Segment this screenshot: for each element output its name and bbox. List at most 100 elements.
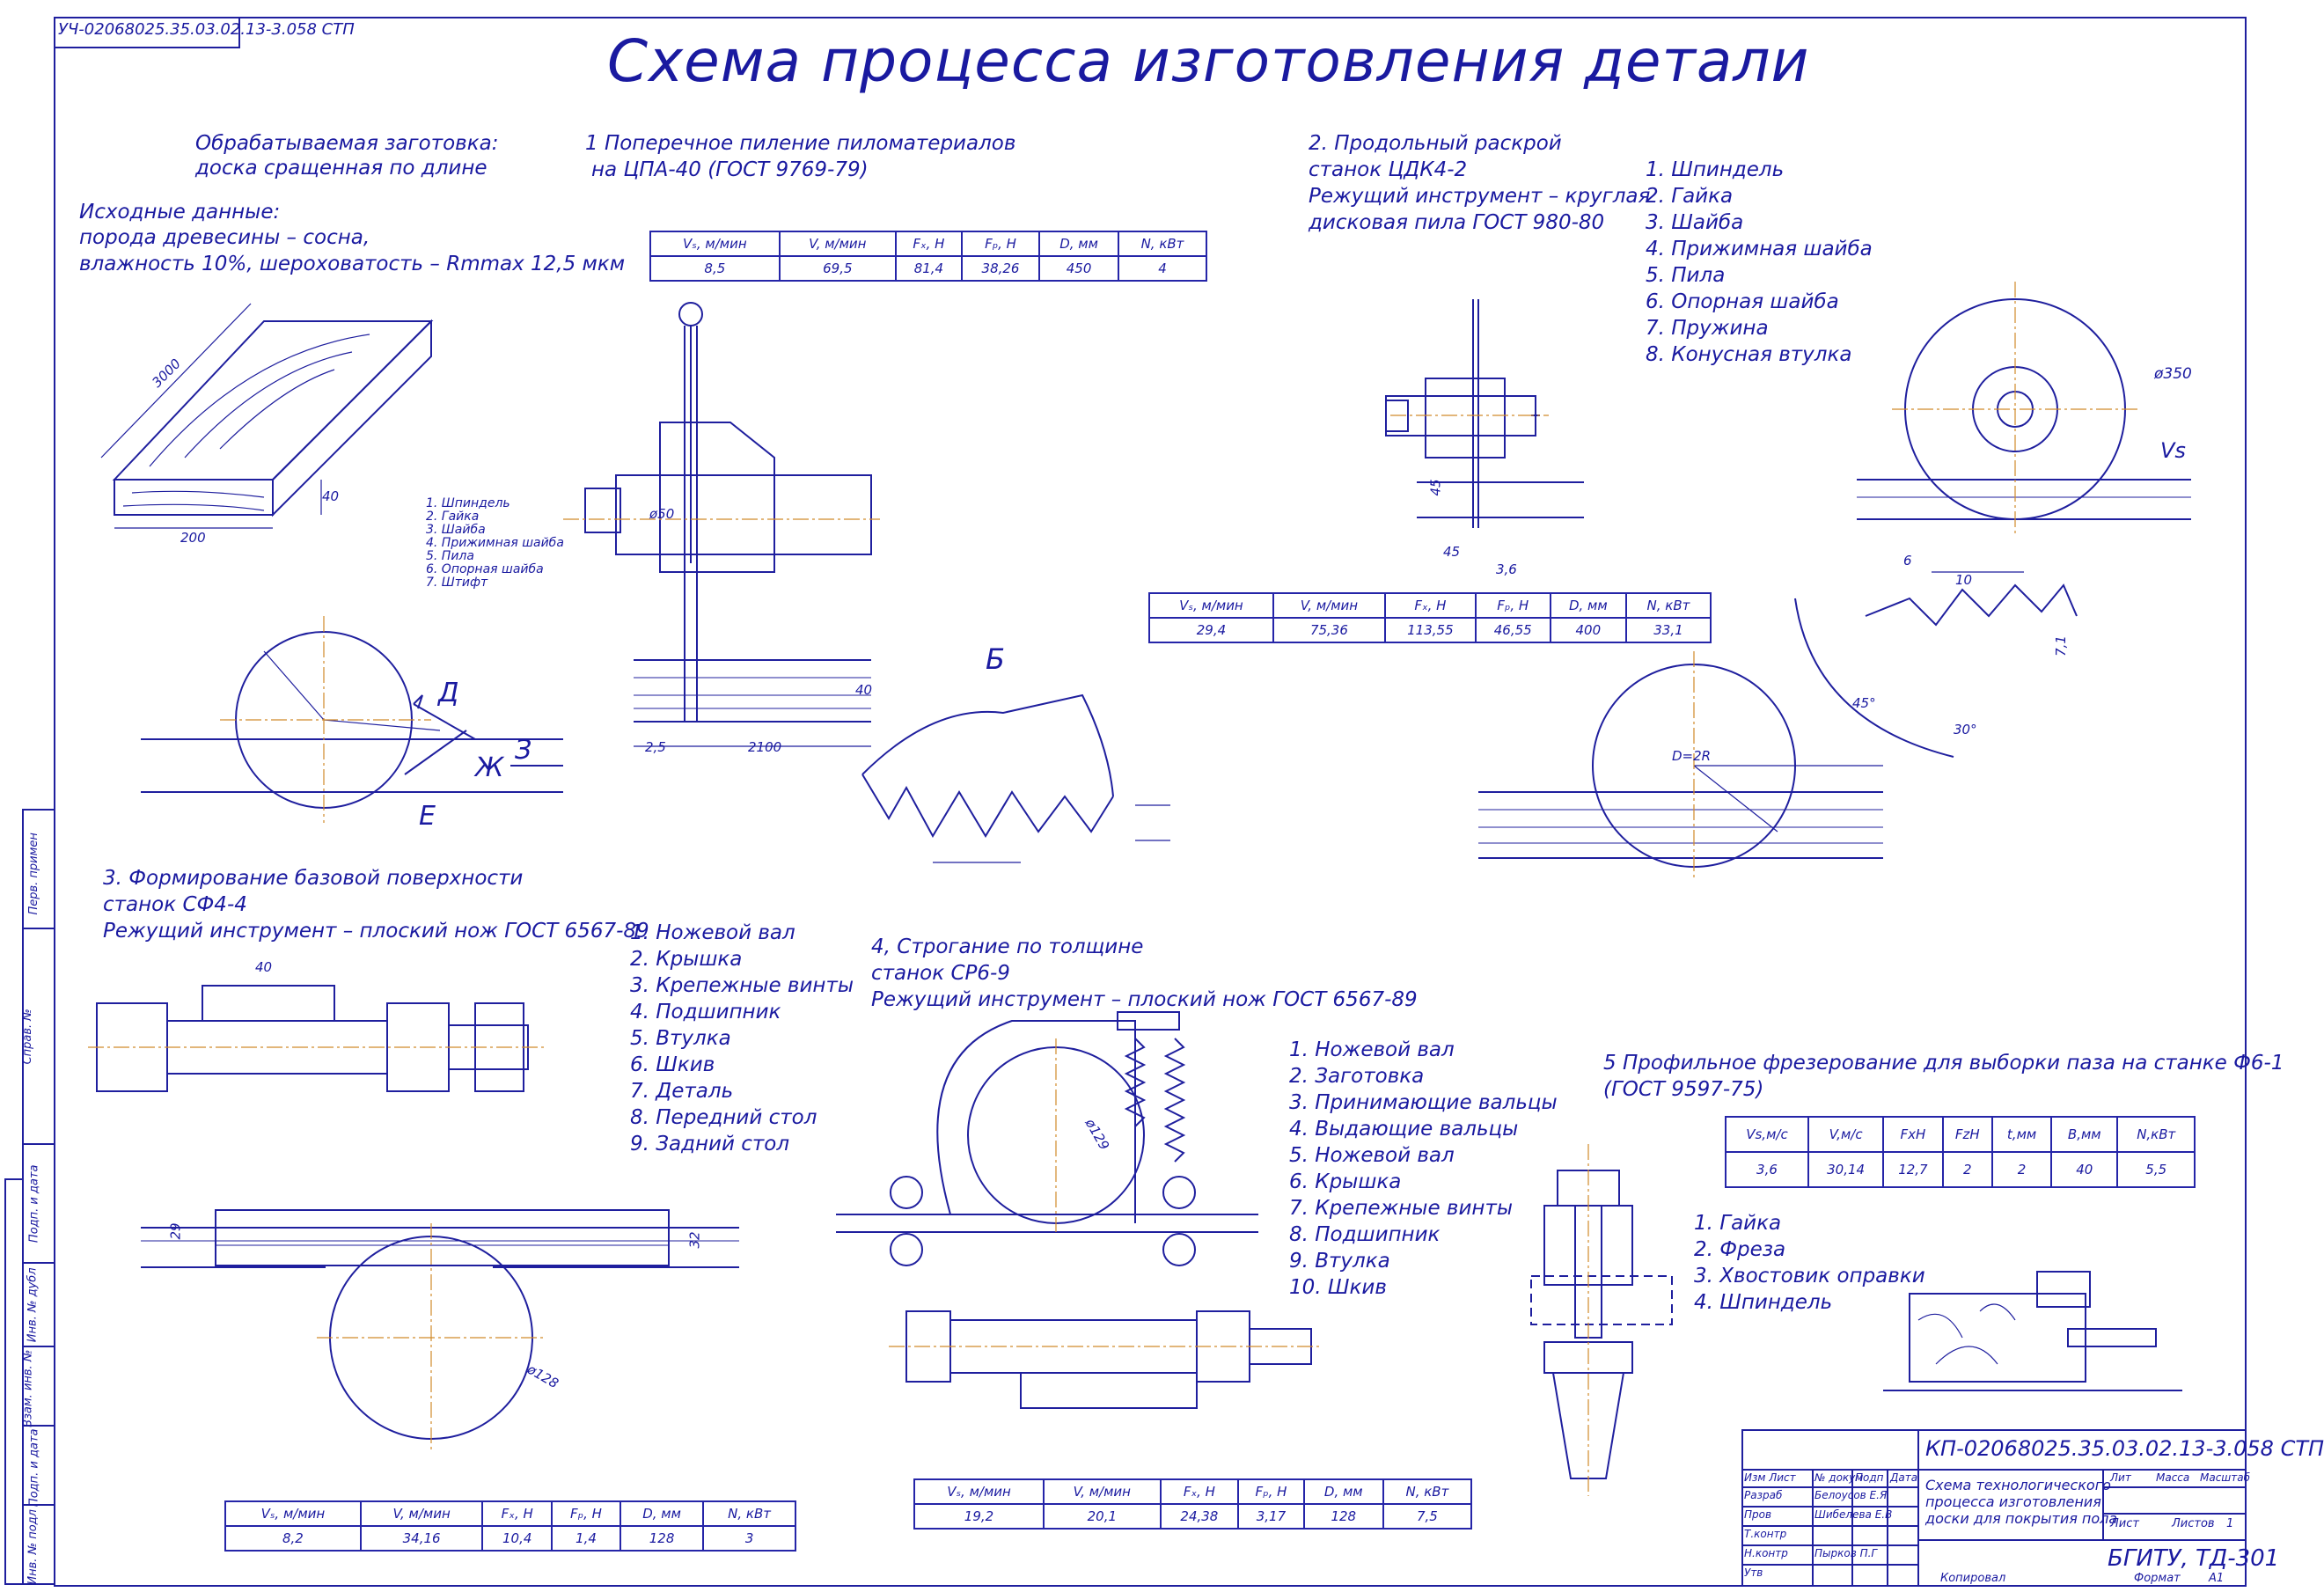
op2-dim: 6 bbox=[1903, 553, 1912, 569]
point-label: Д bbox=[438, 678, 459, 708]
table-header: Fₓ, Н bbox=[1159, 1478, 1240, 1505]
format-value: А1 bbox=[2209, 1572, 2225, 1585]
legend-item: 6. Шкив bbox=[630, 1053, 715, 1076]
copied-label: Копировал bbox=[1940, 1572, 2006, 1585]
op1-dim: 2,5 bbox=[645, 739, 666, 755]
table-cell: 2 bbox=[1991, 1151, 2053, 1188]
document-name-line3: доски для покрытия пола bbox=[1925, 1510, 2118, 1527]
table-header: Fₚ, Н bbox=[960, 231, 1041, 257]
op5-parameter-table: Vs,м/с V,м/с FxH FzH t,мм B,мм N,кВт 3,6… bbox=[1725, 1116, 2196, 1188]
document-name-line2: процесса изготовления bbox=[1925, 1493, 2101, 1510]
table-cell: 113,55 bbox=[1383, 617, 1477, 643]
legend-item: 3. Крепежные винты bbox=[630, 974, 854, 997]
sheet-label: Лист bbox=[2110, 1517, 2139, 1530]
op2-dim: 3,6 bbox=[1496, 561, 1517, 577]
person-name: Пырков П.Г bbox=[1814, 1547, 1878, 1559]
document-name-line1: Схема технологического bbox=[1925, 1477, 2111, 1493]
role-label: Пров bbox=[1744, 1508, 1772, 1521]
table-header: Vₛ, м/мин bbox=[649, 231, 781, 257]
legend-item: 9. Задний стол bbox=[630, 1133, 790, 1155]
op2-dim: 7,1 bbox=[2052, 635, 2069, 657]
blank-line2: доска сращенная по длине bbox=[195, 157, 488, 180]
table-header: V, м/мин bbox=[1272, 592, 1386, 619]
role-label: Изм Лист bbox=[1744, 1471, 1796, 1484]
table-header: B,мм bbox=[2050, 1116, 2119, 1153]
table-cell: 400 bbox=[1549, 617, 1627, 643]
table-cell: 75,36 bbox=[1272, 617, 1386, 643]
legend-item: 1. Гайка bbox=[1694, 1212, 1782, 1235]
view-label: Б bbox=[986, 642, 1005, 676]
table-cell: 3,17 bbox=[1237, 1503, 1305, 1530]
side-label: Справ. № bbox=[20, 1009, 34, 1065]
op5-heading2: (ГОСТ 9597-75) bbox=[1603, 1078, 1764, 1101]
op4-legend: 1. Ножевой вал 2. Заготовка 3. Принимающ… bbox=[1289, 1037, 1558, 1301]
table-cell: 46,55 bbox=[1474, 617, 1551, 643]
legend-item: 10. Шкив bbox=[1289, 1276, 1387, 1299]
point-label: Ж bbox=[475, 752, 504, 783]
op2-cut-diagram bbox=[1478, 664, 1883, 868]
role-label: Н.контр bbox=[1744, 1547, 1788, 1559]
side-label: Подп. и дата bbox=[27, 1164, 41, 1244]
table-header: Fₚ, Н bbox=[1237, 1478, 1305, 1505]
legend-item: 9. Втулка bbox=[1289, 1250, 1390, 1273]
op3-dim: 29 bbox=[167, 1222, 184, 1240]
sheets-label: Листов bbox=[2172, 1517, 2215, 1530]
table-header: Fₓ, Н bbox=[481, 1500, 553, 1527]
stamp-code: УЧ-02068025.35.03.02.13-3.058 СТП bbox=[58, 20, 355, 39]
table-cell: 29,4 bbox=[1148, 617, 1274, 643]
side-label: Взам. инв. № bbox=[21, 1349, 35, 1427]
table-cell: 69,5 bbox=[778, 255, 897, 282]
op4-heading2: станок СР6-9 bbox=[871, 962, 1010, 985]
legend-item: 1. Ножевой вал bbox=[1289, 1038, 1455, 1061]
table-header: Vs,м/с bbox=[1725, 1116, 1809, 1153]
table-header: D, мм bbox=[1038, 231, 1119, 257]
scale-label: Масштаб bbox=[2200, 1471, 2251, 1484]
table-cell: 30,14 bbox=[1807, 1151, 1885, 1188]
role-label: Утв bbox=[1744, 1566, 1763, 1579]
table-header: V, м/мин bbox=[778, 231, 897, 257]
blank-board-drawing bbox=[100, 303, 434, 529]
role-label: Разраб bbox=[1744, 1489, 1783, 1501]
stamp-box bbox=[54, 17, 240, 48]
op4-heading1: 4, Строгание по толщине bbox=[871, 935, 1144, 958]
initial-data-heading: Исходные данные: bbox=[79, 201, 281, 224]
legend-item: 6. Крышка bbox=[1289, 1170, 1402, 1193]
op1-tooth-detail bbox=[861, 693, 1170, 863]
title-block-frame bbox=[1741, 1429, 2247, 1587]
table-cell: 40 bbox=[2050, 1151, 2119, 1188]
legend-item: 8. Подшипник bbox=[1289, 1223, 1441, 1246]
op1-parameter-table: Vₛ, м/мин V, м/мин Fₓ, Н Fₚ, Н D, мм N, … bbox=[649, 231, 1207, 282]
legend-item: 8. Конусная втулка bbox=[1646, 343, 1852, 366]
table-header: V, м/мин bbox=[1043, 1478, 1162, 1505]
legend-item: 3. Шайба bbox=[426, 523, 486, 537]
table-header: Fₓ, Н bbox=[894, 231, 963, 257]
table-cell: 128 bbox=[1302, 1503, 1384, 1530]
table-header: Vₛ, м/мин bbox=[224, 1500, 362, 1527]
table-cell: 7,5 bbox=[1382, 1503, 1473, 1530]
legend-item: 5. Пила bbox=[426, 549, 474, 563]
op5-heading1: 5 Профильное фрезерование для выборки па… bbox=[1603, 1052, 2284, 1075]
point-label: Е bbox=[419, 801, 436, 832]
legend-item: 1. Шпиндель bbox=[426, 496, 510, 510]
table-cell: 8,5 bbox=[649, 255, 781, 282]
table-cell: 2 bbox=[1941, 1151, 1994, 1188]
table-header: V, м/мин bbox=[359, 1500, 484, 1527]
op1-dim: 2100 bbox=[748, 739, 782, 755]
legend-item: 6. Опорная шайба bbox=[1646, 290, 1839, 313]
table-cell: 19,2 bbox=[913, 1503, 1045, 1530]
person-name: Шибелева Е.В bbox=[1814, 1508, 1893, 1521]
table-cell: 128 bbox=[619, 1525, 705, 1552]
doc-header: Подп bbox=[1855, 1471, 1884, 1484]
legend-item: 3. Хвостовик оправки bbox=[1694, 1265, 1925, 1288]
legend-item: 2. Крышка bbox=[630, 948, 743, 971]
op3-dim: 32 bbox=[686, 1231, 703, 1249]
op2-heading1: 2. Продольный раскрой bbox=[1309, 132, 1562, 155]
table-cell: 33,1 bbox=[1624, 617, 1712, 643]
table-header: t,мм bbox=[1991, 1116, 2053, 1153]
op2-dim: 45 bbox=[1427, 479, 1444, 496]
sheets-value: 1 bbox=[2226, 1517, 2234, 1530]
table-header: Fₚ, Н bbox=[1474, 592, 1551, 619]
op1-spindle-drawing bbox=[584, 302, 872, 747]
format-label: Формат bbox=[2134, 1572, 2181, 1585]
op3-heading1: 3. Формирование базовой поверхности bbox=[103, 867, 524, 890]
